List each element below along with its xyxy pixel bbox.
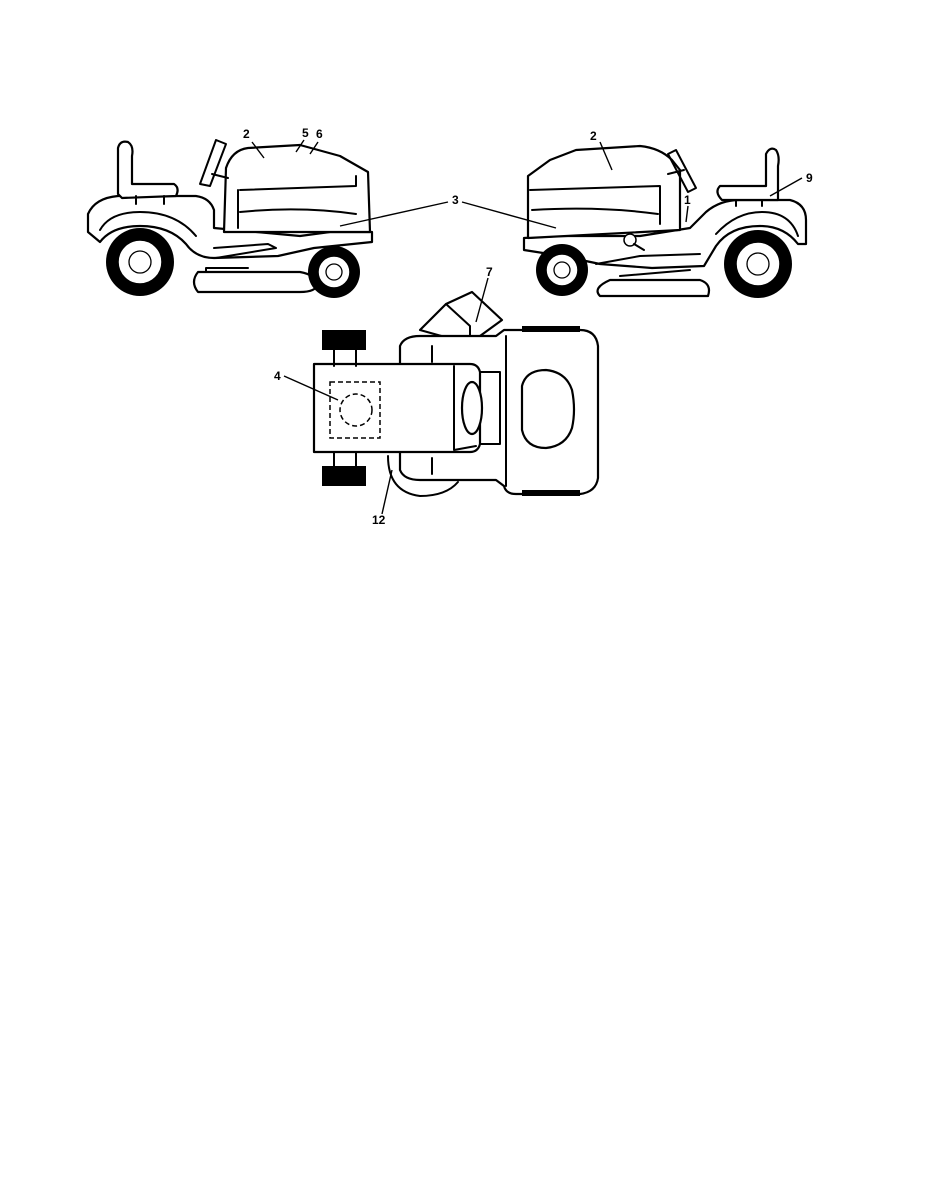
- tractor-top-view: [312, 290, 600, 497]
- callout-left-6: 6: [316, 127, 323, 141]
- tractor-right-side-view: [522, 144, 808, 298]
- callout-labels: 2 5 6 3 2 9 1 7 4 12: [243, 126, 813, 527]
- steering-wheel: [667, 149, 697, 193]
- engine-hood: [526, 144, 682, 240]
- callout-right-2: 2: [590, 129, 597, 143]
- decal-area: [329, 381, 381, 439]
- callout-top-12: 12: [372, 513, 386, 527]
- callout-leaders: [251, 139, 803, 515]
- callout-top-4: 4: [274, 369, 281, 383]
- callout-right-9: 9: [806, 171, 813, 185]
- callout-top-7: 7: [486, 265, 493, 279]
- top-seat: [520, 368, 576, 450]
- tractor-body: [86, 194, 374, 260]
- rear-tire: [522, 326, 580, 332]
- seat: [716, 147, 780, 202]
- callout-right-1: 1: [684, 193, 691, 207]
- steering-wheel: [199, 139, 227, 187]
- rear-tire: [522, 490, 580, 496]
- tractor-body: [522, 198, 808, 270]
- mower-deck: [192, 270, 320, 294]
- seat: [116, 140, 179, 200]
- callout-left-2: 2: [243, 127, 250, 141]
- tractor-left-side-view: [86, 139, 374, 298]
- mower-deck: [596, 278, 711, 298]
- callout-left-5: 5: [302, 126, 309, 140]
- callout-3: 3: [452, 193, 459, 207]
- front-tire: [322, 330, 366, 350]
- front-tire: [322, 466, 366, 486]
- top-hood: [312, 362, 482, 454]
